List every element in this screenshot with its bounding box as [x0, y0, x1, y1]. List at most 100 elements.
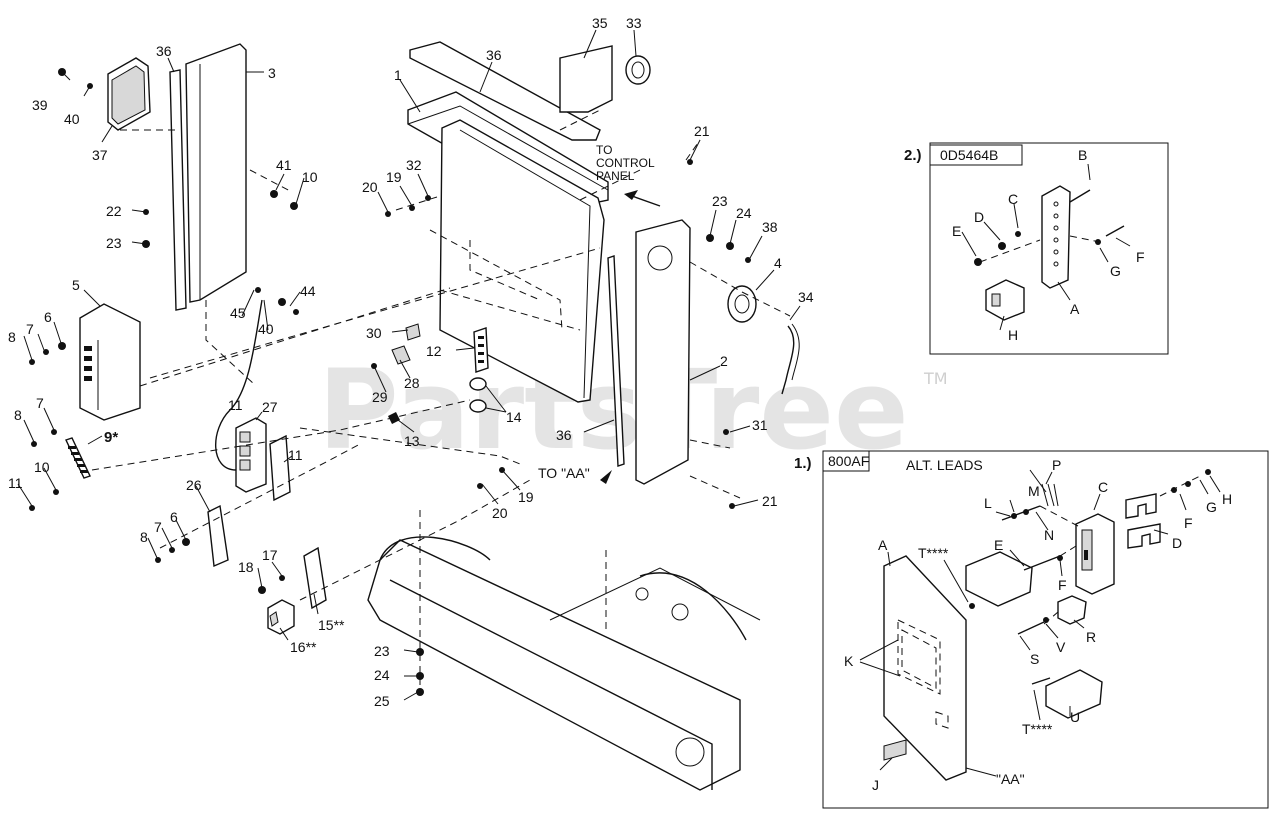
- callout: 20: [492, 505, 508, 521]
- callout: 31: [752, 417, 768, 433]
- callout: 1: [394, 67, 402, 83]
- inset1-callout: V: [1056, 639, 1066, 655]
- inset2-callout: H: [1008, 327, 1018, 343]
- cable-34: [781, 325, 795, 395]
- inset1-callout: H: [1222, 491, 1232, 507]
- callout: 10: [34, 459, 50, 475]
- side-panel-2: [635, 219, 691, 485]
- inset1-callout: N: [1044, 527, 1054, 543]
- inset1-callout: K: [844, 653, 854, 669]
- inset1-callout: J: [872, 777, 879, 793]
- callout: 16**: [290, 639, 317, 655]
- callout: 3: [268, 65, 276, 81]
- callout: 28: [404, 375, 420, 391]
- callout: 36: [156, 43, 172, 59]
- callout: 39: [32, 97, 48, 113]
- terminal-15: [303, 546, 327, 610]
- inset1-number: 1.): [794, 455, 812, 472]
- inset2-callout: C: [1008, 191, 1018, 207]
- inset2-callout: E: [952, 223, 961, 239]
- callout: 7: [26, 321, 34, 337]
- callout: 13: [404, 433, 420, 449]
- inset1-alt-leads-wires: [1029, 469, 1059, 507]
- callout: 12: [426, 343, 442, 359]
- bracket-5: [79, 303, 141, 421]
- callout: 19: [518, 489, 534, 505]
- leader-lines: [17, 29, 801, 701]
- breaker-16: [267, 599, 295, 635]
- main-exploded-view: 39 40 37 36 3 41 10 22 23 5 8 7 6 8 7 9*…: [8, 15, 814, 791]
- callout: 29: [372, 389, 388, 405]
- inset1-callout: A: [878, 537, 888, 553]
- inset1-callout: E: [994, 537, 1003, 553]
- inset1-callout: G: [1206, 499, 1217, 515]
- callout: 44: [300, 283, 316, 299]
- inset2-bracket: [1041, 185, 1071, 289]
- callout: 4: [774, 255, 782, 271]
- callout: 45: [230, 305, 246, 321]
- callout: 14: [506, 409, 522, 425]
- callout: 40: [258, 321, 274, 337]
- callout: 33: [626, 15, 642, 31]
- note-to-control-panel-1: TO: [596, 143, 612, 157]
- inset1-callout: P: [1052, 457, 1061, 473]
- callout: 2: [720, 353, 728, 369]
- inset1-code: 800AF: [828, 453, 869, 469]
- inset1-callout: S: [1030, 651, 1039, 667]
- callout: 6: [170, 509, 178, 525]
- plate-11: [269, 434, 291, 502]
- lug-14b: [469, 399, 487, 413]
- callout: 25: [374, 693, 390, 709]
- callout: 23: [106, 235, 122, 251]
- callout: 17: [262, 547, 278, 563]
- inset1-note-aa: "AA": [996, 771, 1025, 787]
- inset1-bus-bar-1: [1125, 493, 1157, 519]
- inset1-label-j: [883, 739, 907, 761]
- inset1-callout: C: [1098, 479, 1108, 495]
- inset2-callout: B: [1078, 147, 1087, 163]
- inset2-code: 0D5464B: [940, 147, 998, 163]
- inset1-lug-shield-1: [965, 551, 1033, 607]
- inset2-callout: A: [1070, 301, 1080, 317]
- callout: 40: [64, 111, 80, 127]
- inset1-callout: U: [1070, 709, 1080, 725]
- callout: 11: [228, 397, 243, 413]
- callout: 36: [556, 427, 572, 443]
- callout: 21: [694, 123, 710, 139]
- inset1-callout: T****: [1022, 721, 1053, 737]
- arrow-to-aa: [600, 470, 612, 484]
- inset2-callout: F: [1136, 249, 1145, 265]
- callout: 23: [712, 193, 728, 209]
- grommet-4: [727, 285, 757, 323]
- base-frame: [367, 539, 741, 791]
- hardware-dots: [29, 68, 751, 696]
- note-to-aa: TO "AA": [538, 465, 590, 481]
- callout: 37: [92, 147, 108, 163]
- callout: 7: [154, 519, 162, 535]
- callout: 19: [386, 169, 402, 185]
- inset1-bus-bar-2: [1127, 523, 1161, 549]
- assembly-dashed-lines: [91, 109, 791, 690]
- callout: 6: [44, 309, 52, 325]
- inset1-callout: D: [1172, 535, 1182, 551]
- callout: 11: [8, 475, 23, 491]
- inset1-callout: R: [1086, 629, 1096, 645]
- callout: 30: [366, 325, 382, 341]
- note-to-control-panel-3: PANEL: [596, 169, 635, 183]
- clip-30: [405, 323, 421, 341]
- callout: 34: [798, 289, 814, 305]
- inset-1: 1.) 800AF ALT. LEADS: [794, 450, 1269, 809]
- callout: 41: [276, 157, 292, 173]
- note-to-control-panel-2: CONTROL: [596, 156, 655, 170]
- callout: 21: [762, 493, 778, 509]
- clamp-28: [391, 345, 411, 365]
- main-callouts: 39 40 37 36 3 41 10 22 23 5 8 7 6 8 7 9*…: [8, 15, 814, 709]
- callout: 24: [736, 205, 752, 221]
- bracket-26: [207, 504, 229, 568]
- callout: 18: [238, 559, 254, 575]
- side-panel-3: [185, 43, 247, 303]
- callout: 8: [14, 407, 22, 423]
- arrow-to-control-panel: [624, 190, 638, 200]
- callout: 35: [592, 15, 608, 31]
